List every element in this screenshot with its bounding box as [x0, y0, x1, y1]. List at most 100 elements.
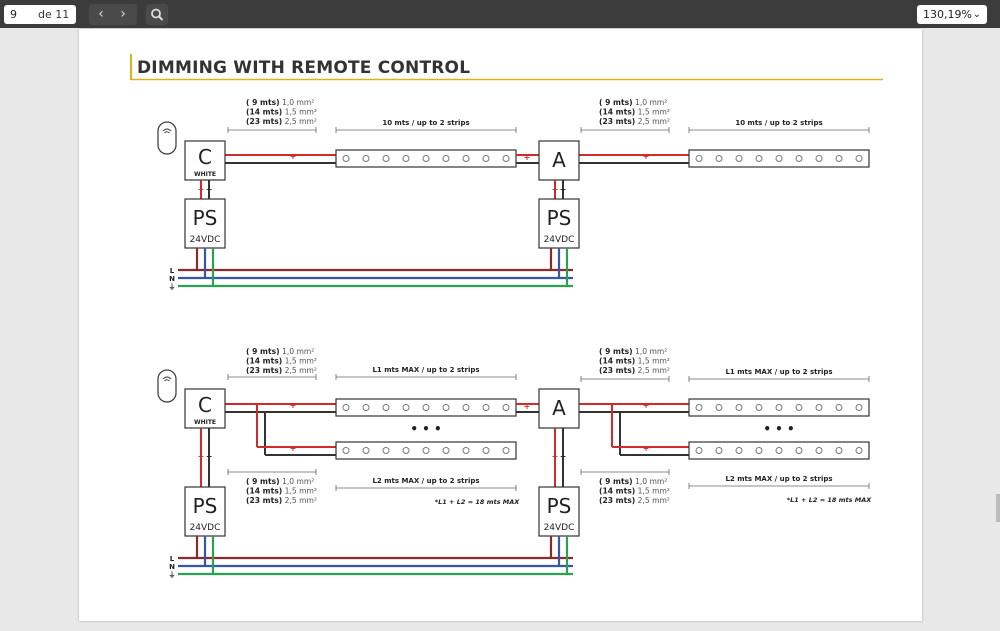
led-dot: [855, 404, 863, 411]
mains-label: N: [169, 563, 175, 571]
led-dot: [835, 155, 843, 162]
ps-label: PS: [547, 206, 572, 230]
controller-box: [184, 140, 226, 181]
led-dot: [815, 404, 823, 411]
led-dot: [695, 404, 703, 411]
zoom-value: 130,19%: [923, 8, 972, 21]
ps-voltage: 24VDC: [190, 235, 221, 245]
ps-label: PS: [193, 206, 218, 230]
controller-box: [184, 388, 226, 429]
plus-sign: +: [198, 185, 205, 194]
cable-spec: (23 mts) 2,5 mm²: [599, 366, 670, 375]
mains-label: ⏚: [169, 571, 176, 579]
mains-label: L: [170, 267, 175, 275]
led-dot: [855, 447, 863, 454]
led-dot: [402, 155, 410, 162]
plus-sign: +: [643, 152, 650, 161]
cable-spec: (14 mts) 1,5 mm²: [246, 108, 317, 117]
led-dot: [795, 447, 803, 454]
led-dot: [342, 404, 350, 411]
minus-sign: −: [560, 185, 567, 194]
l1-length-label: L1 mts MAX / up to 2 strips: [372, 366, 479, 374]
cable-spec: (23 mts) 2,5 mm²: [246, 496, 317, 505]
led-dot: [775, 404, 783, 411]
strip-length-label: 10 mts / up to 2 strips: [735, 119, 822, 127]
led-dot: [795, 155, 803, 162]
led-dot: [715, 404, 723, 411]
controller-type: WHITE: [194, 419, 216, 426]
led-dot: [362, 404, 370, 411]
viewer-toolbar: 9 de 11 ‹ › 130,19% ⌄: [0, 0, 1000, 28]
page-number-input[interactable]: 9 de 11: [4, 5, 76, 24]
led-dot: [462, 447, 470, 454]
continuation-dots: • • •: [763, 422, 794, 436]
plus-sign: +: [524, 402, 531, 411]
ps-label: PS: [547, 494, 572, 518]
cable-spec: (23 mts) 2,5 mm²: [246, 117, 317, 126]
scrollbar-thumb[interactable]: [996, 494, 1000, 522]
amplifier-box: [538, 388, 580, 429]
led-dot: [482, 155, 490, 162]
led-dot: [775, 155, 783, 162]
amplifier-box: [538, 140, 580, 181]
led-dot: [755, 447, 763, 454]
led-dot: [462, 155, 470, 162]
signal-icon: [162, 376, 172, 380]
length-note: *L1 + L2 = 18 mts MAX: [435, 498, 520, 506]
led-dot: [422, 404, 430, 411]
plus-sign: +: [290, 152, 297, 161]
led-dot: [482, 404, 490, 411]
ps-voltage: 24VDC: [544, 235, 575, 245]
cable-spec: (23 mts) 2,5 mm²: [246, 366, 317, 375]
controller-letter: C: [198, 393, 212, 417]
power-supply: [538, 198, 580, 249]
current-page[interactable]: 9: [10, 8, 17, 21]
remote-control-icon: [157, 369, 177, 403]
led-dot: [442, 404, 450, 411]
led-dot: [695, 447, 703, 454]
amplifier-letter: A: [552, 396, 566, 420]
led-dot: [462, 404, 470, 411]
led-dot: [735, 447, 743, 454]
plus-sign: +: [524, 153, 531, 162]
led-dot: [442, 155, 450, 162]
next-page-button[interactable]: ›: [120, 6, 126, 22]
page-nav-group: ‹ ›: [89, 4, 137, 25]
power-supply: [184, 486, 226, 537]
minus-sign: −: [206, 452, 213, 461]
led-dot: [382, 155, 390, 162]
cable-spec: (14 mts) 1,5 mm²: [246, 487, 317, 496]
led-dot: [382, 447, 390, 454]
strip-length-label: 10 mts / up to 2 strips: [382, 119, 469, 127]
zoom-select[interactable]: 130,19% ⌄: [917, 5, 987, 24]
plus-sign: +: [552, 452, 559, 461]
minus-sign: −: [560, 452, 567, 461]
signal-icon: [162, 128, 172, 132]
plus-sign: +: [643, 444, 650, 453]
plus-sign: +: [290, 444, 297, 453]
led-dot: [775, 447, 783, 454]
search-icon: [151, 8, 164, 21]
led-dot: [362, 155, 370, 162]
chevron-down-icon: ⌄: [972, 9, 981, 20]
led-dot: [422, 155, 430, 162]
led-dot: [342, 155, 350, 162]
led-dot: [382, 404, 390, 411]
led-dot: [855, 155, 863, 162]
led-dot: [422, 447, 430, 454]
cable-spec: (14 mts) 1,5 mm²: [599, 108, 670, 117]
cable-spec: (14 mts) 1,5 mm²: [599, 357, 670, 366]
led-dot: [362, 447, 370, 454]
previous-page-button[interactable]: ‹: [98, 6, 104, 22]
search-button[interactable]: [146, 4, 168, 25]
page-total: de 11: [38, 8, 70, 21]
controller-type: WHITE: [194, 171, 216, 178]
ps-voltage: 24VDC: [190, 523, 221, 533]
led-dot: [735, 155, 743, 162]
cable-spec: (14 mts) 1,5 mm²: [246, 357, 317, 366]
continuation-dots: • • •: [410, 422, 441, 436]
led-dot: [755, 155, 763, 162]
remote-control-icon: [157, 121, 177, 155]
amplifier-letter: A: [552, 148, 566, 172]
led-dot: [342, 447, 350, 454]
